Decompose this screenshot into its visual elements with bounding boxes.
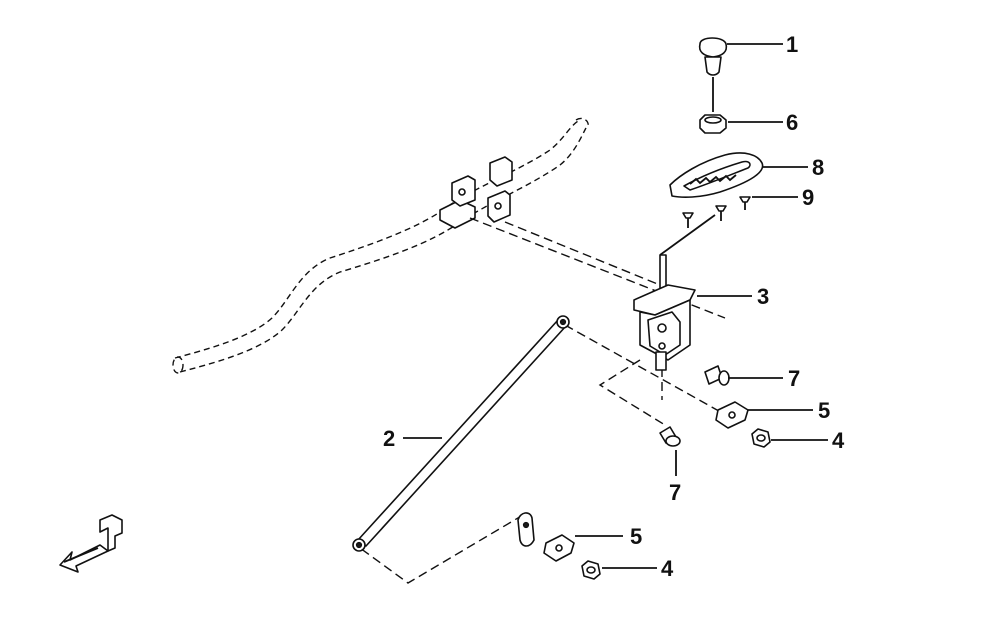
- nut-part-upper: [751, 428, 771, 448]
- gate-plate-part: [669, 152, 764, 198]
- screw-parts: [659, 196, 751, 256]
- lever-bracket-part: [633, 254, 696, 371]
- callout-7-right: 7: [788, 366, 800, 391]
- pipe-clamp-block: [439, 156, 513, 229]
- callout-leaders: [403, 43, 828, 569]
- nut-part-top: [699, 114, 727, 134]
- callout-2: 2: [383, 426, 395, 451]
- shift-rod-part: [352, 315, 570, 552]
- nut-part-lower: [581, 560, 601, 580]
- callout-5-lower: 5: [630, 524, 642, 549]
- handlebar-pipe-phantom: [172, 117, 590, 374]
- callout-5-upper: 5: [818, 398, 830, 423]
- clip-part-lower: [543, 534, 575, 562]
- callout-4-upper: 4: [832, 428, 845, 453]
- knob-part: [698, 37, 728, 112]
- bolt-part-right: [704, 365, 730, 386]
- callout-8: 8: [812, 155, 824, 180]
- front-direction-icon: [59, 514, 123, 573]
- callout-7-lower: 7: [669, 480, 681, 505]
- clip-part-upper: [715, 401, 749, 429]
- callout-9: 9: [802, 185, 814, 210]
- callout-3: 3: [757, 284, 769, 309]
- assembly-centerlines: [359, 217, 736, 584]
- callout-labels: 1 6 8 9 3 7 5 4 7 2 5 4: [383, 32, 845, 581]
- bolt-part-lower: [659, 426, 681, 447]
- callout-1: 1: [786, 32, 798, 57]
- callout-4-lower: 4: [661, 556, 674, 581]
- callout-6: 6: [786, 110, 798, 135]
